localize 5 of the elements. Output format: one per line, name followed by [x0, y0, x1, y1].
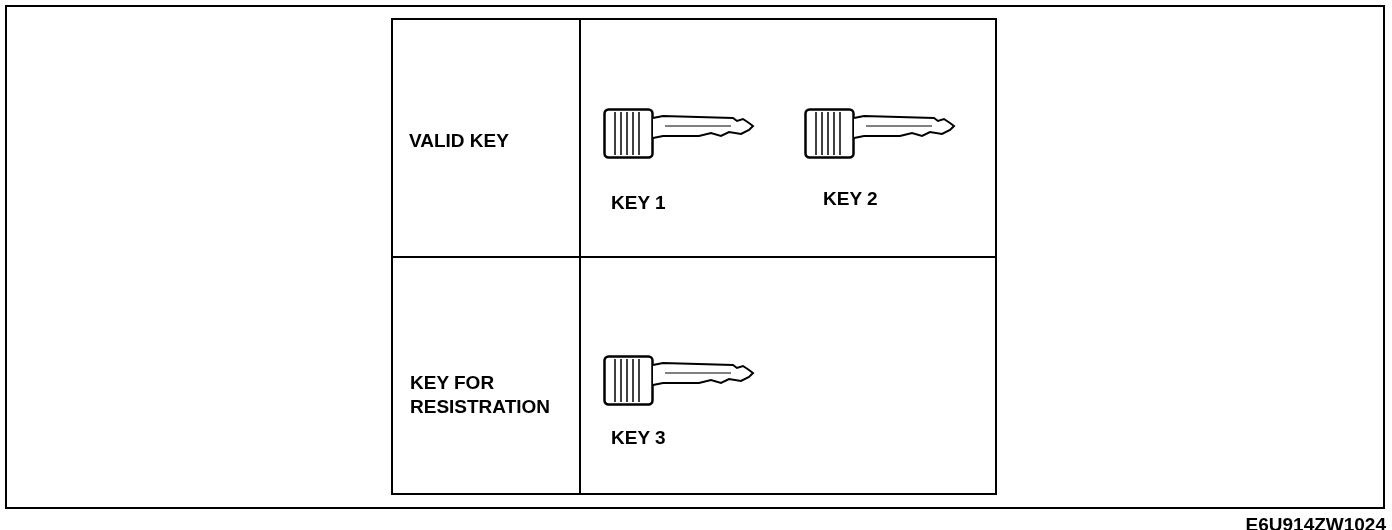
cell-text: KEY FOR RESISTRATION	[410, 371, 552, 419]
cell-text: KEY 1	[611, 191, 666, 215]
cell-text: KEY 2	[823, 187, 878, 211]
cell-text: VALID KEY	[409, 129, 509, 153]
cell-text: KEY 3	[611, 426, 666, 450]
